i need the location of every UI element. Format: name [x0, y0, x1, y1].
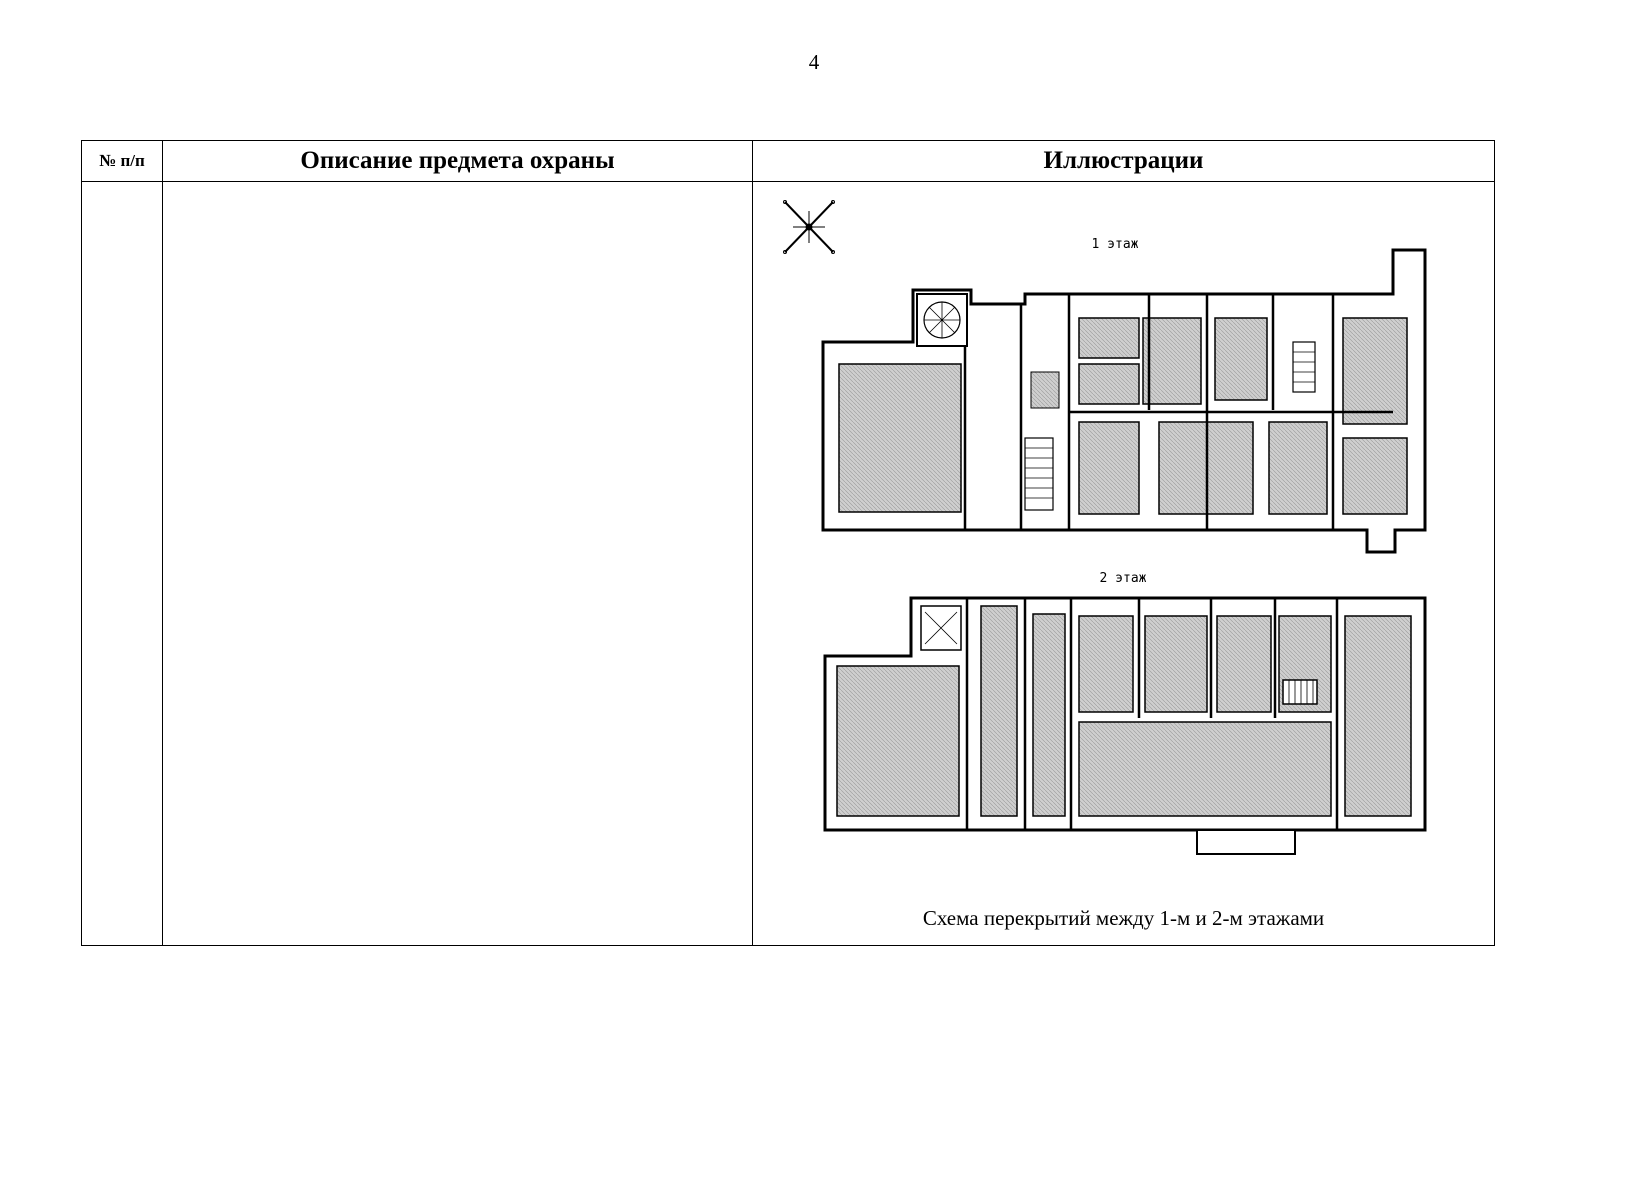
- floor-1-plan: [821, 248, 1427, 554]
- illustration-caption: Схема перекрытий между 1-м и 2-м этажами: [922, 906, 1325, 930]
- page-number: 4: [808, 50, 820, 74]
- header-number: № п/п: [81, 140, 163, 182]
- cell-number: [81, 181, 163, 946]
- floor-plans-drawing: 1 этаж: [783, 200, 1427, 855]
- floor-2-label: 2 этаж: [1100, 571, 1147, 586]
- compass-north-arrow-icon: [783, 200, 835, 254]
- floor-2-plan: [823, 596, 1427, 855]
- floor-1-label: 1 этаж: [1092, 237, 1139, 252]
- table-row: 1 этаж: [81, 181, 1495, 946]
- header-description: Описание предмета охраны: [162, 140, 753, 182]
- cell-illustration: 1 этаж: [752, 181, 1495, 946]
- protection-subject-table: № п/п Описание предмета охраны Иллюстрац…: [81, 140, 1495, 946]
- cell-description: [162, 181, 753, 946]
- header-illustrations: Иллюстрации: [752, 140, 1495, 182]
- table-header-row: № п/п Описание предмета охраны Иллюстрац…: [81, 140, 1495, 182]
